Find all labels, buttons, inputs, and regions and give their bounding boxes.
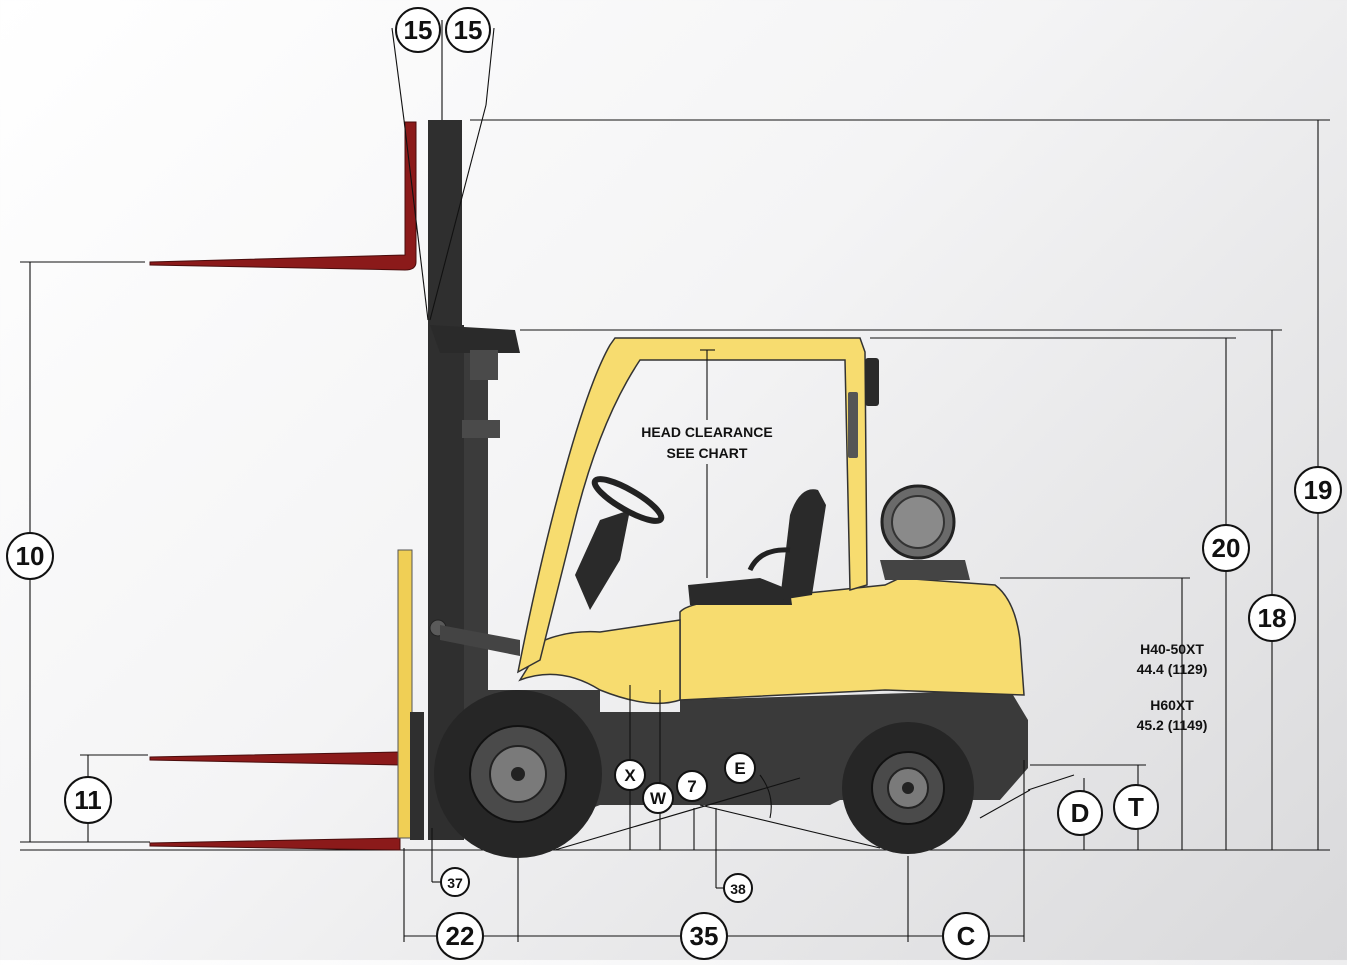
callout-38: 38 [723, 873, 753, 903]
callout-W: W [642, 782, 674, 814]
svg-text:22: 22 [446, 921, 475, 951]
carriage-plate [410, 712, 424, 840]
steering-wheel [591, 476, 665, 524]
ramp-front-line [554, 777, 801, 851]
callout-X: X [614, 759, 646, 791]
callout-18: 18 [1248, 594, 1296, 642]
svg-text:W: W [650, 789, 667, 808]
svg-text:T: T [1128, 792, 1144, 822]
tilt-back-extension [429, 104, 487, 321]
callout-37: 37 [440, 867, 470, 897]
seat-armrest [747, 547, 791, 572]
svg-text:20: 20 [1212, 533, 1241, 563]
callout-tilt-right: 15 [445, 7, 491, 53]
svg-text:D: D [1071, 798, 1090, 828]
ramp-angle-arc [759, 774, 772, 819]
rear-light [865, 358, 879, 406]
mast-upper [428, 120, 462, 325]
svg-text:19: 19 [1304, 475, 1333, 505]
rear-wheel [842, 722, 974, 854]
svg-text:18: 18 [1258, 603, 1287, 633]
svg-text:15: 15 [404, 15, 433, 45]
seat-back [780, 489, 826, 600]
svg-text:15: 15 [454, 15, 483, 45]
ramp-rear-line [699, 804, 881, 849]
tilt-forward-extension [403, 119, 429, 321]
tilt-forward-line [391, 27, 405, 121]
svg-text:11: 11 [74, 785, 102, 815]
dimD-ext [1027, 774, 1075, 791]
model-b-value: 45.2 (1149) [1137, 717, 1208, 733]
callout-T: T [1113, 784, 1159, 830]
rear-handle [848, 392, 858, 458]
callout-35: 35 [680, 912, 728, 960]
callout-19: 19 [1294, 466, 1342, 514]
head-clearance-label-2: SEE CHART [667, 445, 748, 461]
mast-pulley [470, 350, 498, 380]
tilt-cylinder [440, 625, 520, 656]
front-fender [518, 619, 681, 705]
svg-text:35: 35 [690, 921, 719, 951]
model-b-label: H60XT [1150, 697, 1194, 713]
callout-7: 7 [676, 770, 708, 802]
svg-text:E: E [734, 759, 745, 778]
svg-text:10: 10 [16, 541, 45, 571]
svg-text:X: X [624, 766, 636, 785]
lpg-bracket [880, 560, 970, 580]
svg-text:38: 38 [730, 881, 746, 897]
callout-22: 22 [436, 912, 484, 960]
callout-D: D [1057, 790, 1103, 836]
fork-middle [149, 751, 401, 766]
callout-11: 11 [64, 776, 112, 824]
callout-10: 10 [6, 532, 54, 580]
model-a-label: H40-50XT [1140, 641, 1204, 657]
svg-text:C: C [957, 921, 976, 951]
head-clearance-label-1: HEAD CLEARANCE [641, 424, 772, 440]
carriage-backrest [397, 549, 413, 839]
mast-crosshead [430, 325, 520, 353]
callout-tilt-left: 15 [395, 7, 441, 53]
seat-cushion [688, 578, 792, 605]
steering-column [575, 510, 630, 610]
callout-20: 20 [1202, 524, 1250, 572]
fork-bottom [149, 837, 401, 851]
mast-bracket [462, 420, 500, 438]
callout-E: E [724, 752, 756, 784]
model-a-value: 44.4 (1129) [1137, 661, 1208, 677]
callout-C: C [942, 912, 990, 960]
fork-top [149, 121, 417, 271]
front-wheel [434, 690, 602, 858]
svg-text:37: 37 [447, 875, 463, 891]
tilt-back-line [485, 27, 495, 106]
lpg-tank-end [891, 495, 945, 549]
overhead-guard [516, 337, 868, 674]
rear-overhang-line [979, 789, 1031, 819]
svg-text:7: 7 [687, 777, 696, 796]
